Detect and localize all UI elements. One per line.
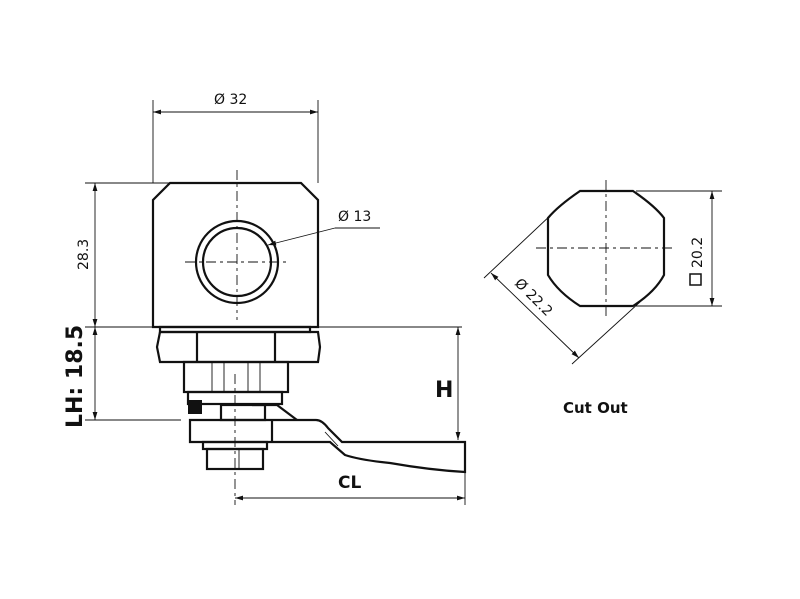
dimension-lines (85, 100, 466, 505)
dim-lh: LH: 18.5 (63, 325, 88, 428)
lock-front-view (151, 170, 467, 505)
dim-cutout-diameter: Ø 22.2 (511, 276, 555, 320)
dim-hole-diameter: Ø 13 (338, 209, 371, 225)
dim-h: H (435, 378, 453, 403)
dim-outer-diameter: Ø 32 (214, 92, 247, 108)
dim-cutout-square: 20.2 (690, 237, 706, 268)
dim-height: 28.3 (76, 239, 92, 270)
cutout-view (483, 180, 722, 365)
dim-cl: CL (338, 473, 361, 493)
cutout-label: Cut Out (563, 399, 628, 417)
